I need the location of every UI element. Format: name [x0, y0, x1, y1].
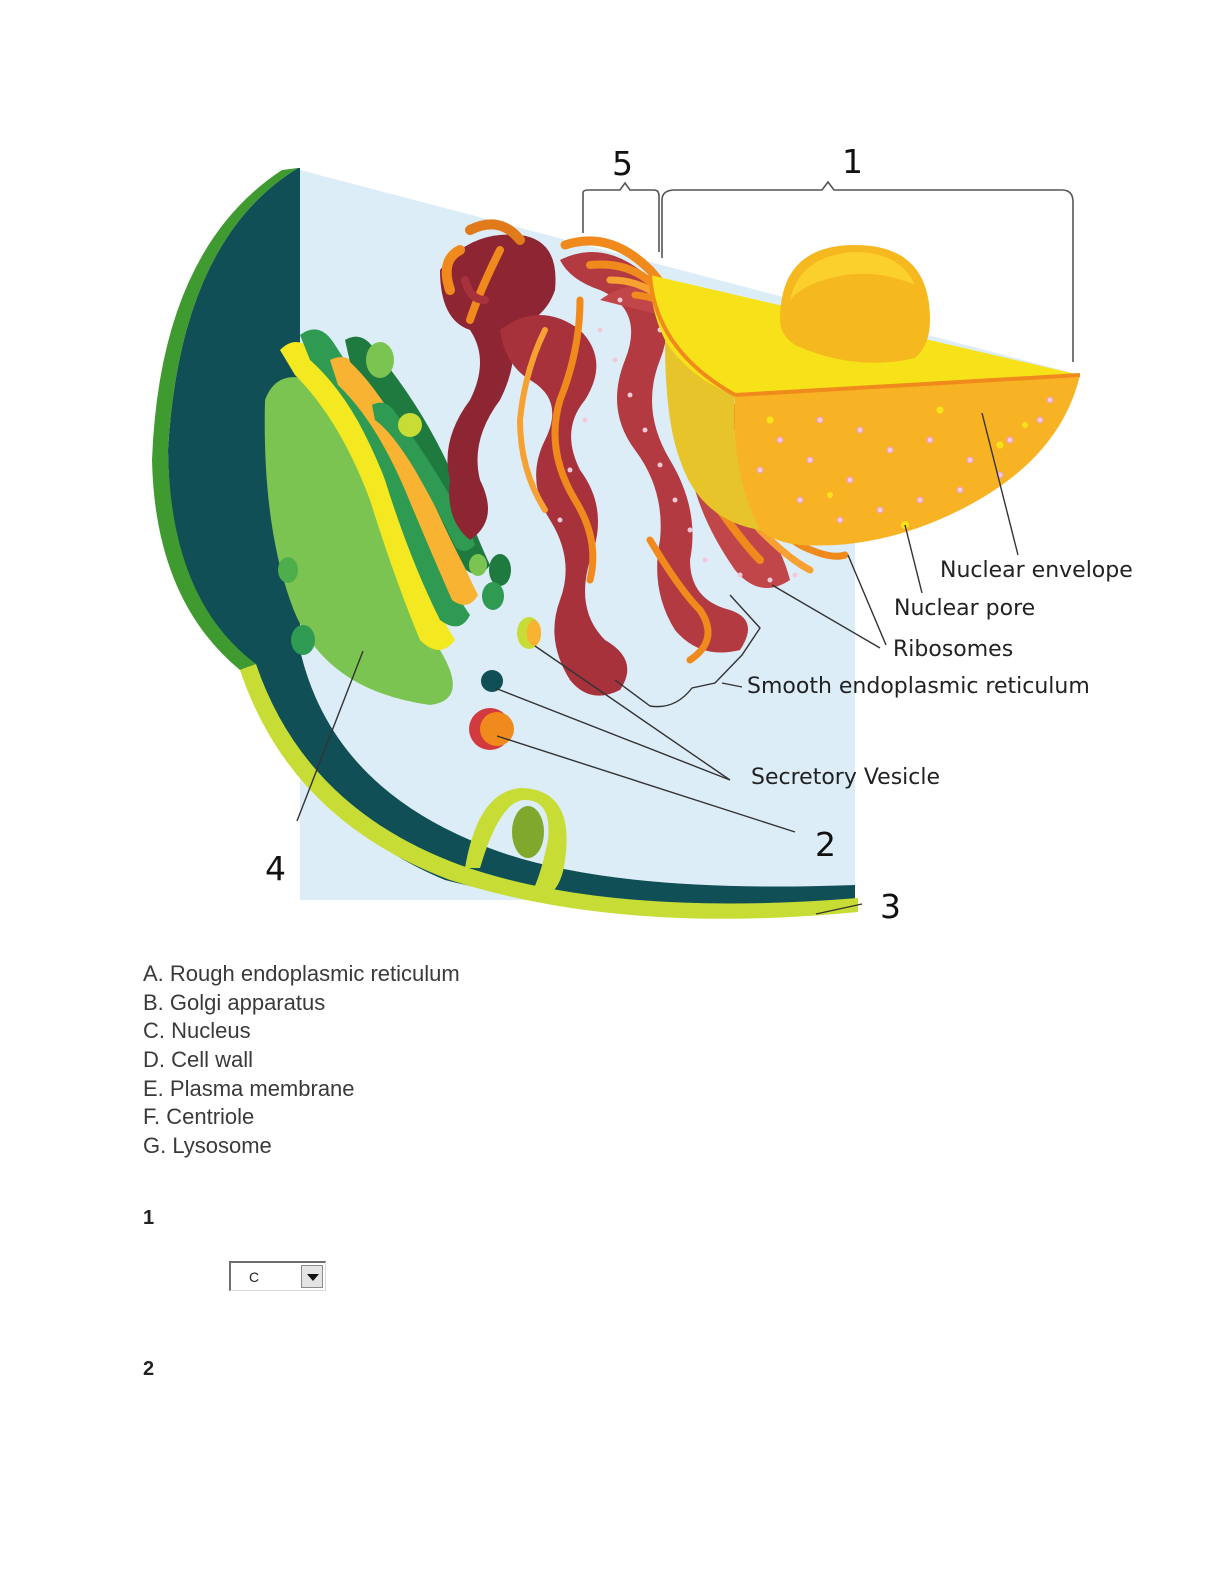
- option-e: E. Plasma membrane: [143, 1075, 355, 1101]
- number-label-3: 3: [880, 887, 901, 926]
- selected-value: C: [249, 1269, 260, 1285]
- vesicles: [469, 617, 541, 750]
- option-g: G. Lysosome: [143, 1133, 272, 1159]
- brackets: [582, 180, 1074, 362]
- chevron-down-icon: [307, 1274, 319, 1281]
- number-label-2: 2: [815, 825, 836, 864]
- cytoplasm-dark-fill: [168, 168, 300, 670]
- option-a: A. Rough endoplasmic reticulum: [143, 961, 460, 986]
- label-nuclear-pore: Nuclear pore: [894, 596, 1036, 621]
- number-label-5: 5: [612, 144, 633, 183]
- answer-options-list: A. Rough endoplasmic reticulum B. Golgi …: [143, 960, 460, 1161]
- nucleus: [648, 245, 1081, 546]
- label-secretory-vesicle: Secretory Vesicle: [751, 765, 941, 790]
- membrane-fold-inner: [512, 806, 544, 858]
- option-f: F. Centriole: [143, 1104, 255, 1130]
- option-b: B. Golgi apparatus: [143, 989, 326, 1015]
- label-nuclear-envelope: Nuclear envelope: [940, 558, 1133, 583]
- option-d: D. Cell wall: [143, 1047, 254, 1073]
- question-2-number: 2: [143, 1358, 155, 1380]
- question-1-answer-select[interactable]: C: [229, 1261, 326, 1291]
- cell-diagram: [152, 168, 1081, 919]
- question-1-number: 1: [143, 1207, 155, 1229]
- label-smooth-er: Smooth endoplasmic reticulum: [747, 674, 1090, 699]
- label-ribosomes: Ribosomes: [893, 637, 1014, 662]
- membrane-fold: [465, 788, 567, 901]
- number-label-1: 1: [842, 142, 863, 181]
- leader-lines: [296, 412, 1019, 915]
- number-label-4: 4: [265, 849, 286, 888]
- dropdown-button[interactable]: [301, 1265, 323, 1288]
- option-c: C. Nucleus: [143, 1018, 251, 1044]
- cell-wall: [152, 168, 298, 670]
